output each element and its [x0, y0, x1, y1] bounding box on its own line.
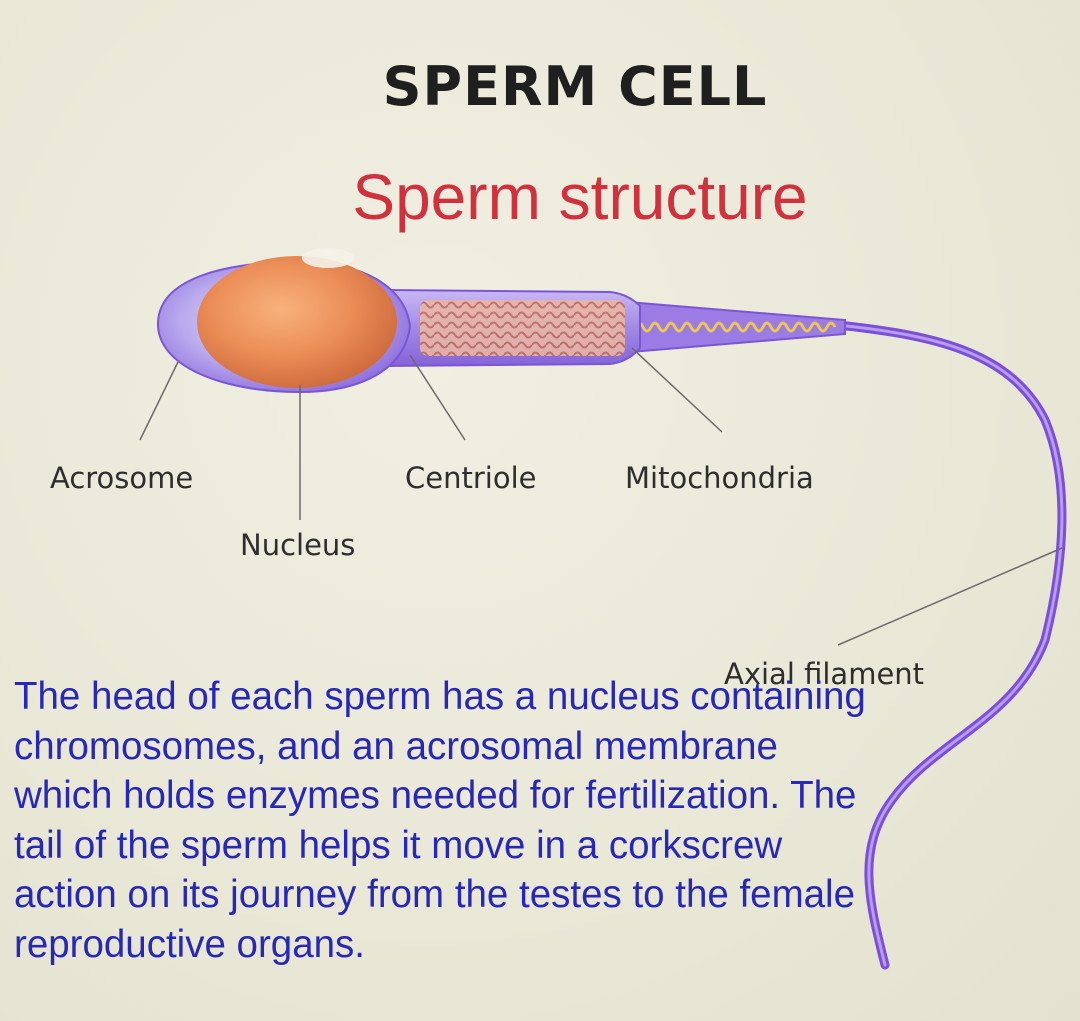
label-axial-filament: Axial filament — [724, 657, 924, 691]
mitochondria-coil — [633, 321, 837, 333]
diagram-title: SPERM CELL — [382, 55, 768, 118]
label-nucleus: Nucleus — [240, 528, 355, 562]
centriole-pointer — [409, 354, 466, 441]
nucleus — [197, 256, 397, 388]
mitochondria-sheath — [420, 300, 625, 356]
mitochondria-pointer — [631, 347, 723, 433]
label-mitochondria: Mitochondria — [625, 461, 814, 495]
label-acrosome: Acrosome — [50, 461, 193, 495]
label-centriole: Centriole — [405, 461, 536, 495]
description-text: The head of each sperm has a nucleus con… — [14, 675, 866, 966]
diagram-subtitle: Sperm structure — [352, 161, 808, 233]
axial-filament-pointer — [837, 547, 1063, 646]
acrosome-pointer — [139, 361, 179, 441]
